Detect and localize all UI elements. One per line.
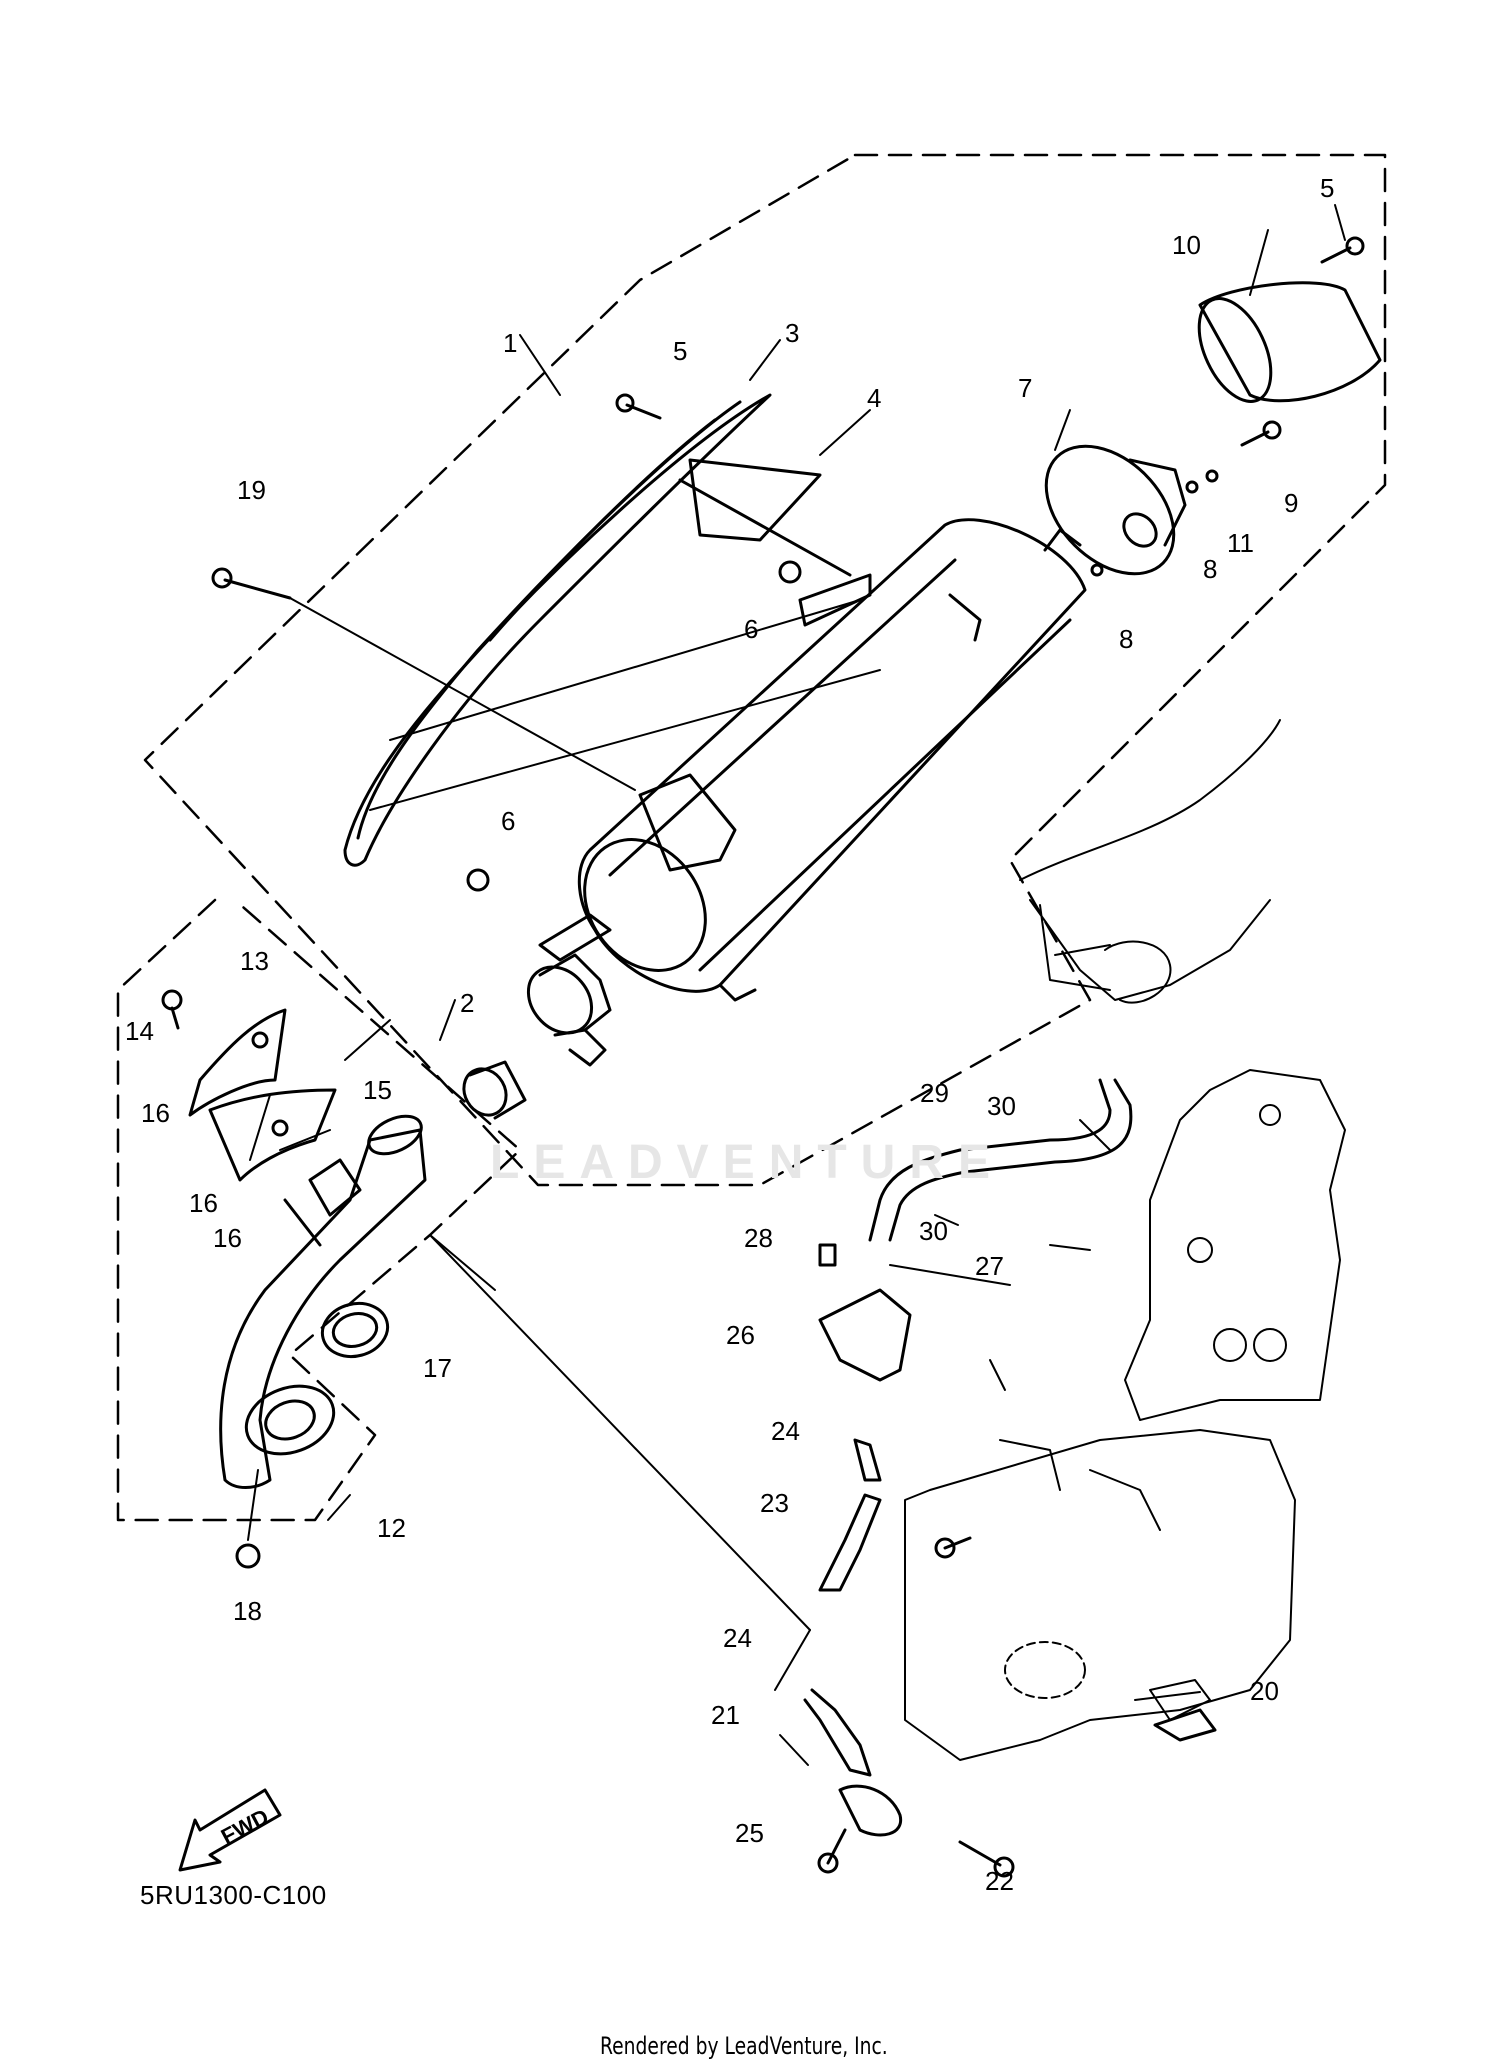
callout-24: 24 (771, 1416, 800, 1446)
muffler-end-cap (1197, 281, 1382, 403)
callout-3: 3 (785, 318, 800, 348)
callout-30: 30 (919, 1216, 948, 1246)
air-induction-parts (803, 1078, 1217, 1837)
leader-lines (247, 204, 1346, 1766)
callout-1: 1 (503, 328, 518, 358)
render-credit: Rendered by LeadVenture, Inc. (600, 2032, 888, 2060)
callout-6: 6 (501, 806, 516, 836)
callout-2: 2 (460, 988, 475, 1018)
callout-27: 27 (975, 1251, 1004, 1281)
callout-7: 7 (1018, 373, 1033, 403)
exhaust-gasket (320, 1301, 390, 1359)
exhaust-pipe-boundary (116, 898, 522, 1522)
callout-20: 20 (1250, 1676, 1279, 1706)
watermark: LEADVENTURE (490, 1136, 1005, 1189)
muffler-assembly-boundary (143, 153, 1387, 1187)
callout-12: 12 (377, 1513, 406, 1543)
gasket (462, 1060, 527, 1120)
callout-22: 22 (985, 1866, 1014, 1896)
callout-24: 24 (723, 1623, 752, 1653)
callout-5: 5 (1320, 173, 1335, 203)
heat-plate (678, 458, 872, 627)
callout-10: 10 (1172, 230, 1201, 260)
callout-4: 4 (867, 383, 882, 413)
callout-6: 6 (744, 614, 759, 644)
callout-15: 15 (363, 1075, 392, 1105)
callout-28: 28 (744, 1223, 773, 1253)
engine-outline (904, 719, 1346, 1761)
callout-8: 8 (1119, 624, 1134, 654)
callout-26: 26 (726, 1320, 755, 1350)
callout-29: 29 (920, 1078, 949, 1108)
callout-18: 18 (233, 1596, 262, 1626)
muffler-inlet-joint (526, 953, 612, 1067)
callout-23: 23 (760, 1488, 789, 1518)
exhaust-pipe (219, 1114, 427, 1489)
callout-5: 5 (673, 336, 688, 366)
fasteners (161, 236, 1365, 1878)
callout-16: 16 (189, 1188, 218, 1218)
callout-8: 8 (1203, 554, 1218, 584)
callout-16: 16 (213, 1223, 242, 1253)
callout-25: 25 (735, 1818, 764, 1848)
pipe-heat-guards (188, 1008, 337, 1182)
diagram-code: 5RU1300-C100 (140, 1880, 327, 1910)
callout-30: 30 (987, 1091, 1016, 1121)
muffler-body (538, 518, 1087, 1002)
callout-21: 21 (711, 1700, 740, 1730)
fwd-arrow-icon: FWD (178, 1788, 282, 1872)
callout-13: 13 (240, 946, 269, 976)
callout-11: 11 (1227, 528, 1254, 558)
callout-14: 14 (125, 1016, 154, 1046)
callout-9: 9 (1284, 488, 1299, 518)
callout-19: 19 (237, 475, 266, 505)
callout-17: 17 (423, 1353, 452, 1383)
tailpipe-cover (1044, 444, 1187, 576)
muffler-protector (343, 393, 881, 867)
fwd-label: FWD (217, 1804, 273, 1850)
callout-16: 16 (141, 1098, 170, 1128)
